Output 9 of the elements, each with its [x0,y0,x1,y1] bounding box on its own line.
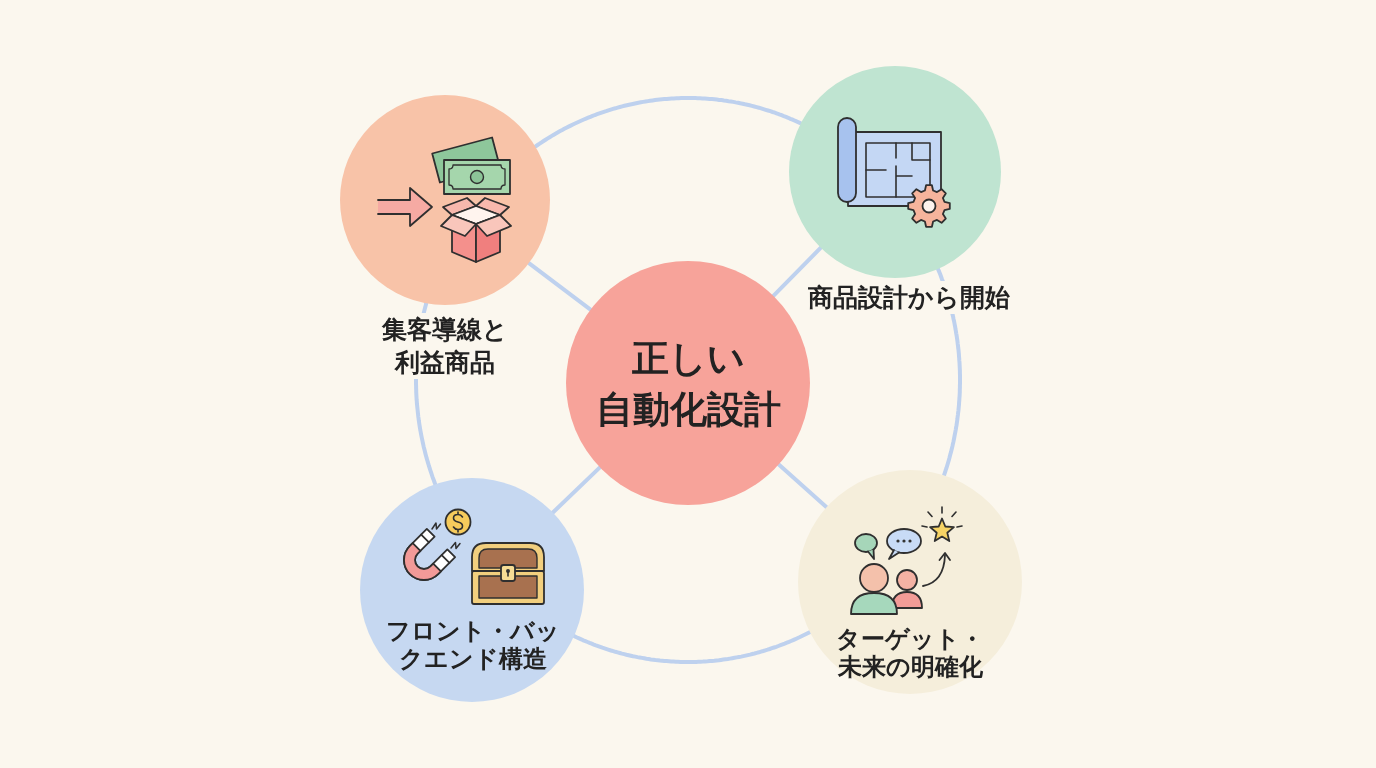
connector-line [526,261,593,312]
arc-line [572,630,812,664]
node-label: 正しい自動化設計 [595,336,781,433]
connector-line [776,462,829,510]
node-label: フロント・バックエンド構造 [386,617,560,673]
connector-line [771,245,823,298]
arc-line [533,96,803,149]
connector-line [550,465,602,515]
node-label: ターゲット・未来の明確化 [836,625,984,681]
